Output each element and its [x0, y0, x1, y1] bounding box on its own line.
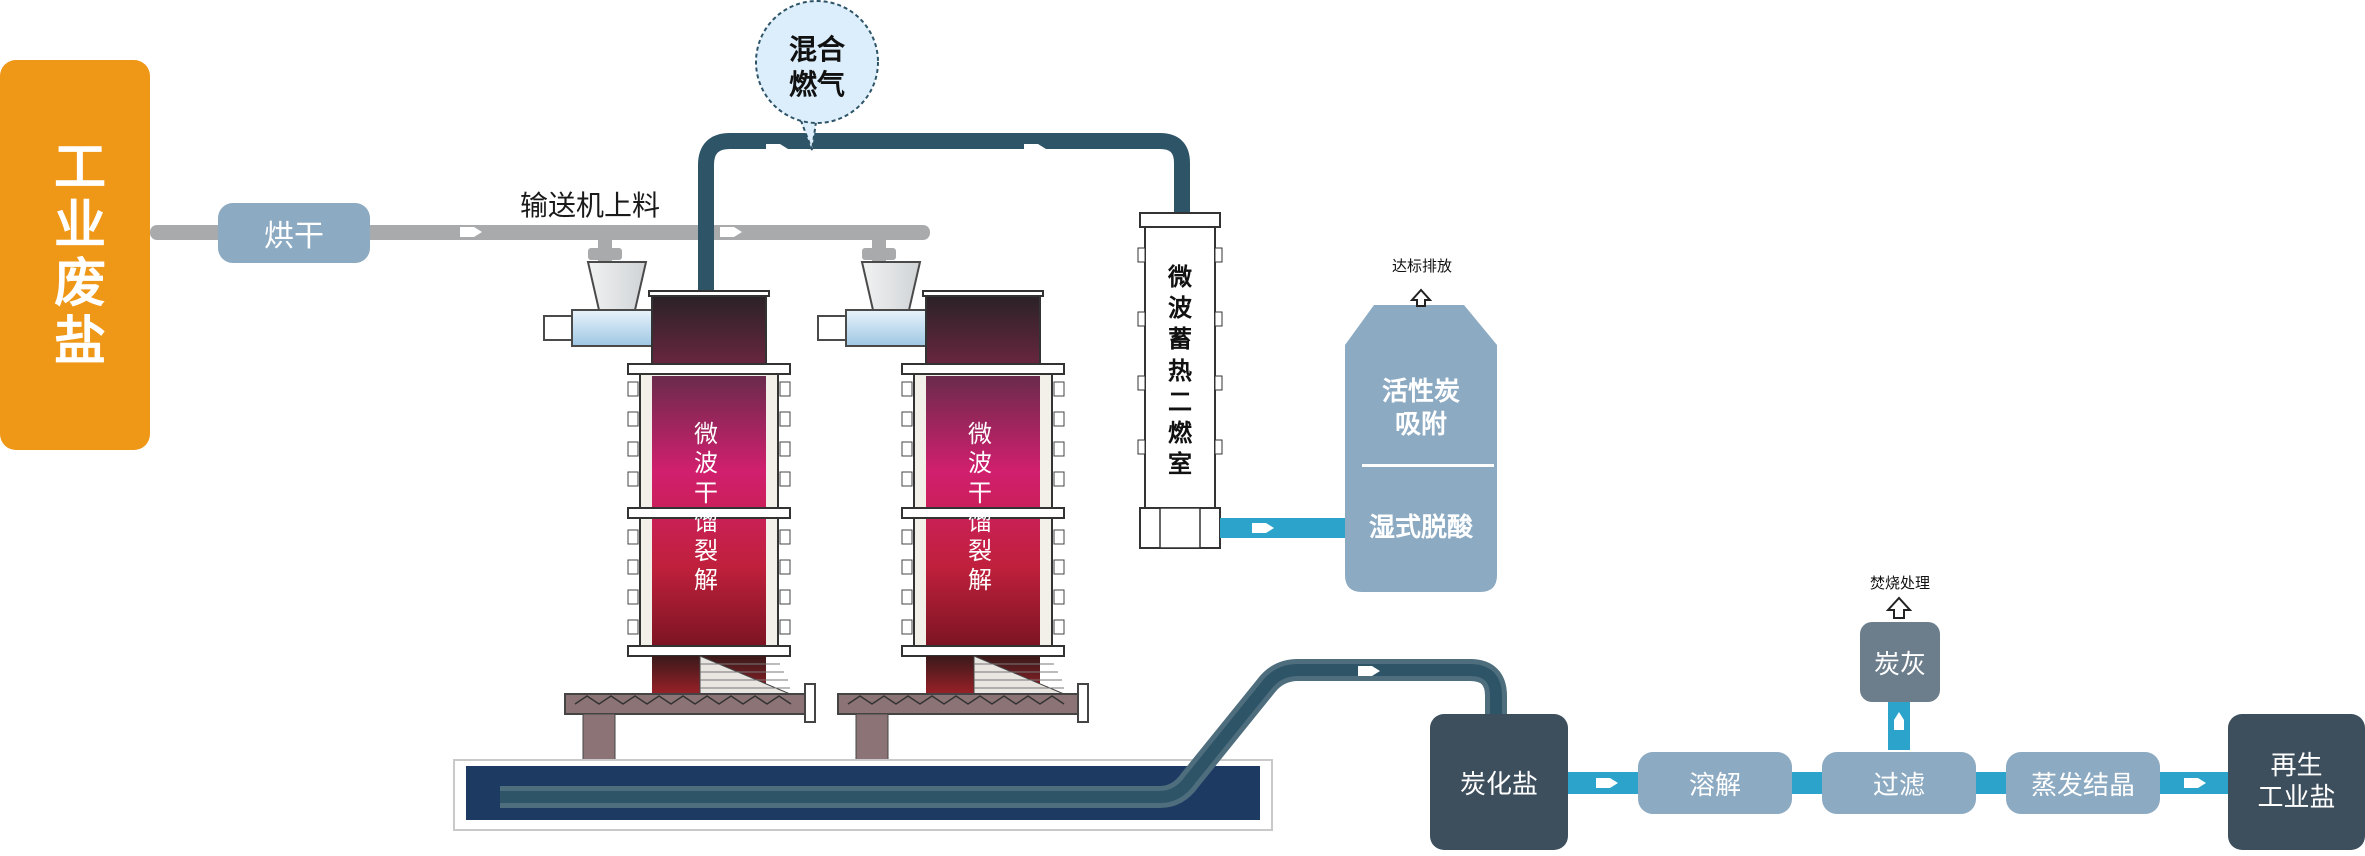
gas-label: 混合 燃气	[767, 32, 867, 102]
treatment-tower	[1345, 288, 1497, 592]
source-industrial-waste-salt: 工业废盐	[0, 60, 150, 450]
reactor-2	[817, 261, 1089, 773]
evaporation-box: 蒸发结晶	[2006, 752, 2160, 814]
reactor-1-char: 微	[694, 420, 718, 448]
dissolve-label: 溶解	[1688, 770, 1741, 801]
salt-pipe	[500, 659, 1507, 808]
afterburner-label: 微 波 蓄 热 二 燃 室	[1160, 262, 1200, 480]
gas-label-line2: 燃气	[788, 68, 845, 101]
reactor-2-char: 解	[968, 566, 992, 595]
source-label: 工业废盐	[44, 139, 105, 371]
afterburner-char: 室	[1168, 450, 1192, 479]
reactor-1-char: 波	[694, 449, 718, 478]
drying-label: 烘干	[264, 219, 324, 254]
carbon-ash-box: 炭灰	[1860, 622, 1940, 702]
reactor-2-char: 馏	[968, 507, 992, 536]
afterburner-char: 二	[1168, 387, 1192, 416]
carbon-ash-label: 炭灰	[1873, 649, 1926, 680]
reactor-1-char: 解	[694, 566, 718, 595]
reactor-1-char: 馏	[694, 507, 718, 536]
reactor-1-char: 裂	[694, 537, 718, 566]
reactor-2-char: 波	[968, 449, 992, 478]
gas-pipe	[698, 133, 1190, 300]
afterburner-char: 热	[1168, 356, 1192, 385]
flue-pipe	[1220, 518, 1348, 538]
reactor-2-char: 裂	[968, 537, 992, 566]
exhaust-label: 达标排放	[1391, 257, 1452, 275]
filter-label: 过滤	[1872, 770, 1925, 801]
drying-box: 烘干	[218, 203, 370, 263]
reactor-1	[543, 261, 816, 773]
afterburner-char: 波	[1168, 294, 1192, 323]
reactor-2-char: 微	[968, 420, 992, 448]
incineration-label: 焚烧处理	[1869, 574, 1930, 592]
reactor-1-label: 微 波 干 馏 裂 解	[686, 420, 726, 596]
reactor-1-char: 干	[694, 478, 718, 507]
afterburner	[1137, 212, 1223, 549]
gas-bubble	[755, 0, 879, 151]
reactor-2-char: 干	[968, 478, 992, 507]
afterburner-char: 微	[1168, 263, 1192, 291]
conveyor-label: 输送机上料	[520, 189, 661, 222]
evaporation-label: 蒸发结晶	[2030, 770, 2135, 801]
carbon-salt-box: 炭化盐	[1430, 714, 1568, 850]
filter-box: 过滤	[1822, 752, 1976, 814]
activated-carbon-line1: 活性炭	[1381, 377, 1460, 407]
activated-carbon-line2: 吸附	[1394, 409, 1447, 440]
regenerated-salt-box: 再生 工业盐	[2228, 714, 2365, 850]
gas-label-line1: 混合	[788, 33, 845, 66]
regenerated-line2: 工业盐	[2257, 783, 2336, 813]
regenerated-line1: 再生	[2270, 750, 2323, 781]
dissolve-box: 溶解	[1638, 752, 1792, 814]
reactor-2-label: 微 波 干 馏 裂 解	[960, 420, 1000, 596]
wet-deacid-label: 湿式脱酸	[1368, 513, 1473, 543]
afterburner-char: 蓄	[1168, 325, 1192, 354]
afterburner-char: 燃	[1168, 418, 1192, 447]
activated-carbon-label: 活性炭 吸附	[1350, 376, 1492, 441]
carbon-salt-label: 炭化盐	[1459, 769, 1538, 800]
